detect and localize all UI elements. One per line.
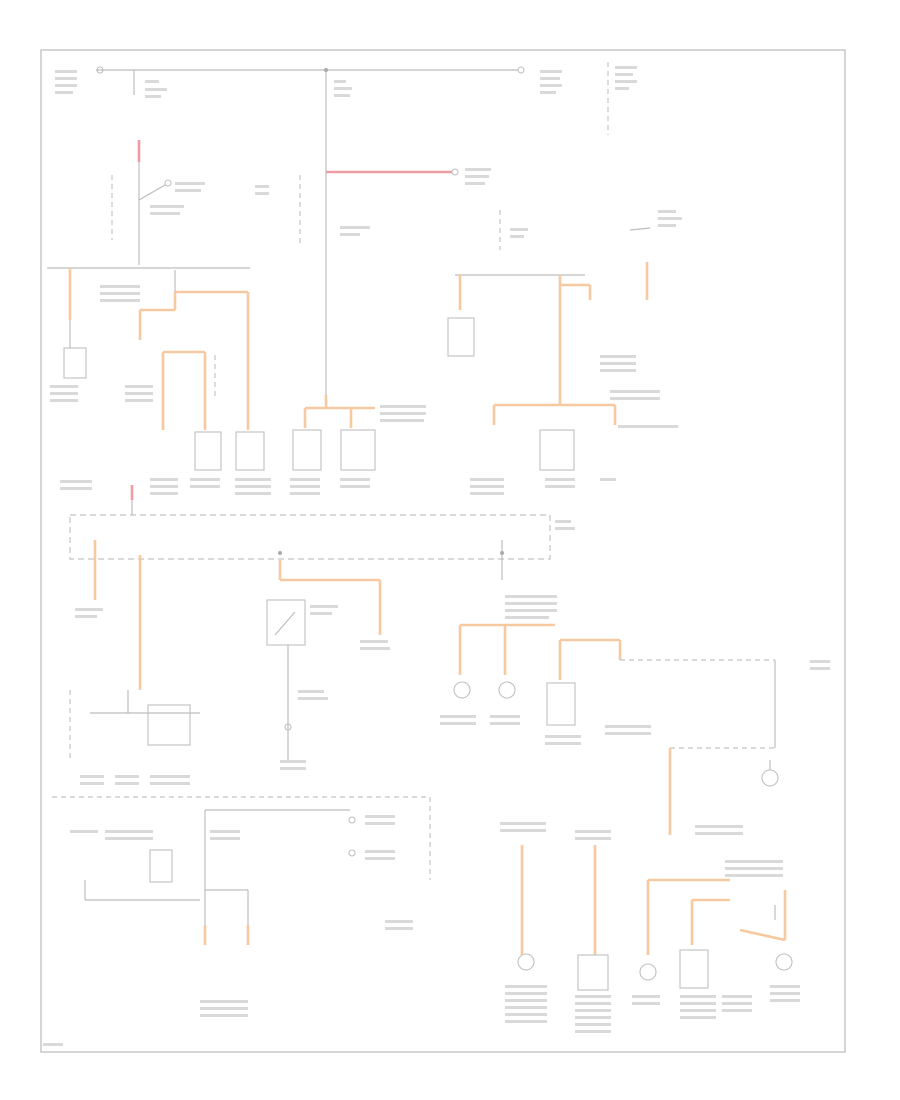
left-lower-devices (69, 690, 200, 760)
bottom-right-devices (517, 845, 793, 991)
relay-cluster-left (138, 270, 265, 471)
lower-left-box (52, 796, 431, 945)
faint-label-marks (43, 66, 830, 1046)
ignition-switch (266, 599, 306, 760)
fuse-chain-left (111, 162, 172, 265)
diagram-frame (40, 49, 846, 1053)
top-power-bus (96, 62, 609, 150)
left-bus (47, 267, 250, 379)
center-components (292, 429, 376, 471)
right-upper-feeds (447, 210, 651, 471)
center-feed (299, 150, 459, 428)
right-middle-harness (453, 623, 779, 835)
splice-box (69, 500, 551, 690)
